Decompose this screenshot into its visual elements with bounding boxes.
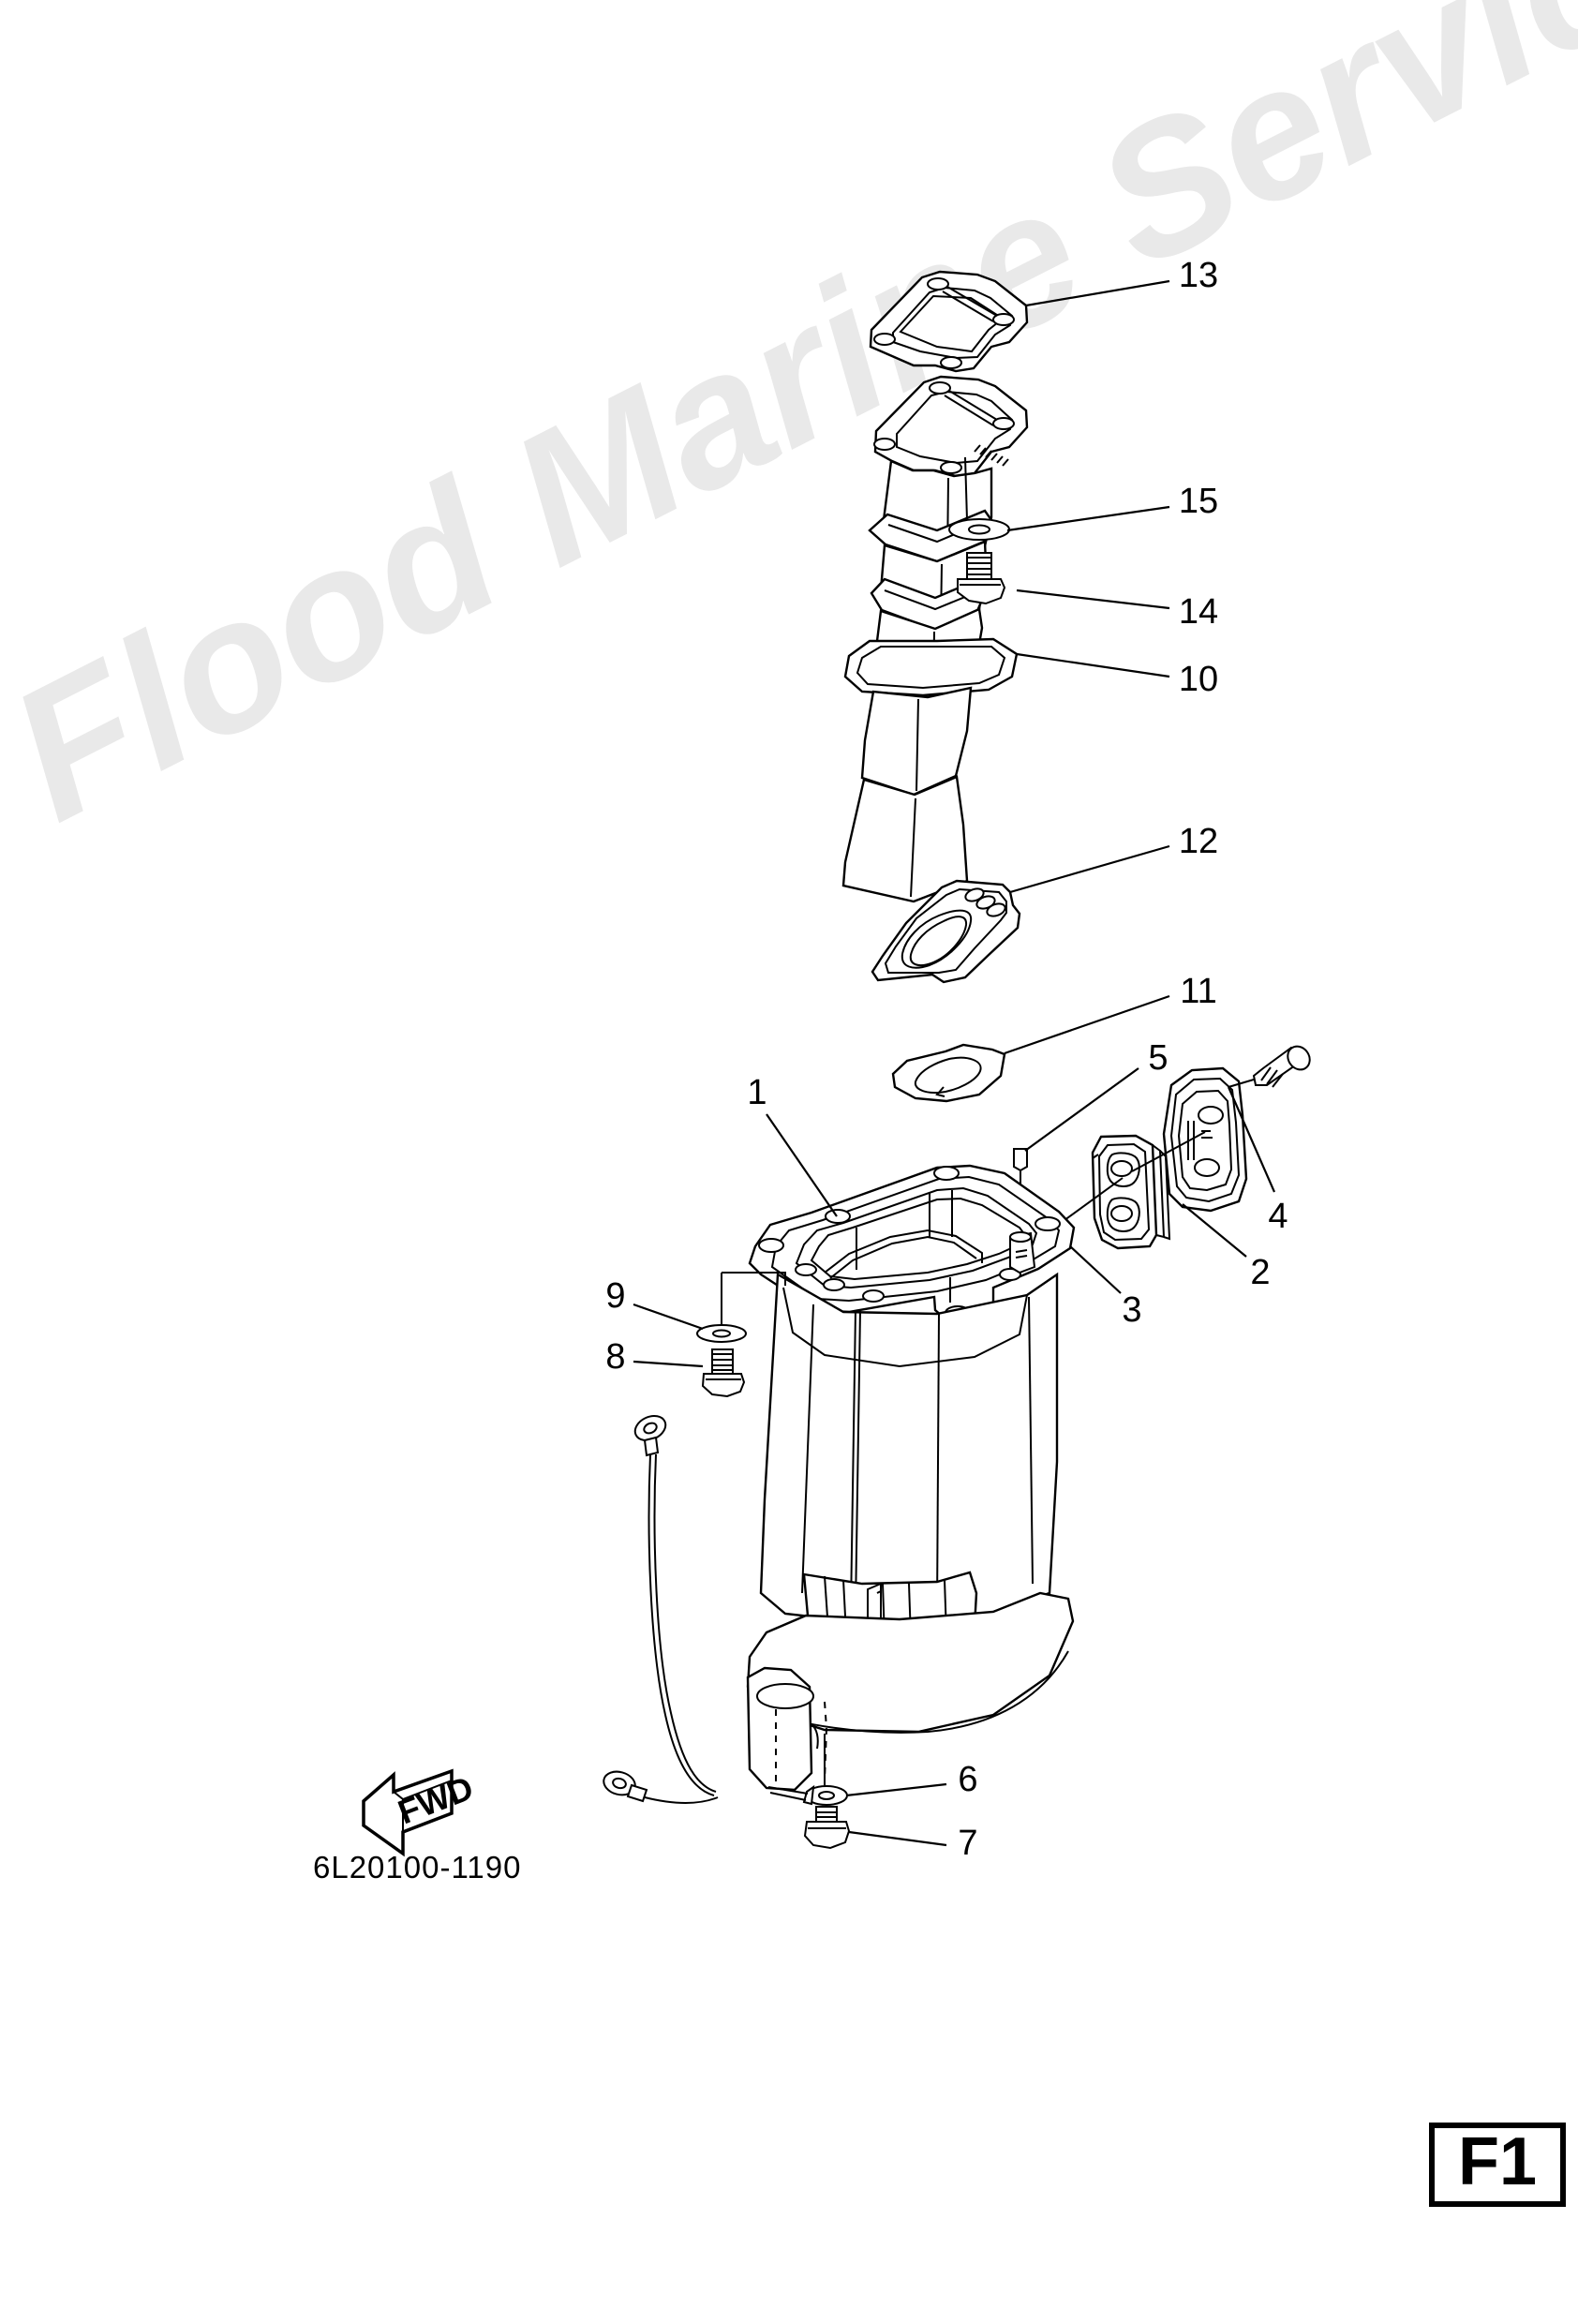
leader-3: [1069, 1245, 1122, 1294]
part-13-upper-casing-gasket: [869, 270, 1029, 373]
leader-15: [1006, 505, 1170, 532]
part-6-ground-lead-terminal: [767, 1734, 848, 1806]
callout-11: 11: [1180, 972, 1216, 1011]
part-7-anode-bolt: [803, 1806, 851, 1850]
figure-label: F1: [1458, 2124, 1537, 2199]
fwd-arrow-marker: FWD: [362, 1768, 478, 1857]
figure-box: F1: [1429, 2123, 1566, 2207]
callout-9: 9: [605, 1276, 625, 1316]
leader-8: [633, 1360, 704, 1368]
figure-box-rect: [1429, 2123, 1566, 2207]
leader-14: [1016, 588, 1170, 610]
drawing-part-number: 6L20100-1190: [313, 1850, 521, 1885]
part-1-upper-casing: [746, 1164, 1076, 1792]
part-9-washer: [696, 1272, 786, 1343]
callout-15: 15: [1179, 482, 1218, 521]
part-12-exhaust-damper: [871, 879, 1021, 984]
callout-4: 4: [1268, 1197, 1288, 1236]
leader-4: [1227, 1086, 1276, 1193]
part-3-mount-rubber: [1091, 1134, 1171, 1250]
callout-7: 7: [958, 1824, 977, 1863]
callout-10: 10: [1179, 660, 1218, 699]
part-2-engine-mount-bracket: [1060, 1066, 1248, 1224]
callout-8: 8: [605, 1337, 625, 1377]
ground-wire: [603, 1414, 719, 1804]
callout-12: 12: [1179, 822, 1218, 861]
exhaust-tube-assembly: [841, 375, 1029, 903]
leader-10: [1016, 652, 1170, 678]
part-4-mount-bolt: [1228, 1045, 1311, 1088]
watermark: Flood Marine Services: [0, 0, 1578, 860]
callout-5: 5: [1148, 1038, 1168, 1078]
leader-2: [1182, 1203, 1247, 1258]
part-14-hex-bolt: [957, 552, 1006, 605]
watermark-text: Flood Marine Services: [0, 0, 1578, 860]
leader-9: [633, 1303, 704, 1331]
leader-7: [848, 1830, 947, 1847]
leader-13: [1025, 279, 1170, 307]
leader-11: [1004, 994, 1170, 1055]
callout-6: 6: [958, 1760, 977, 1799]
callout-13: 13: [1179, 256, 1218, 295]
part-number-text: 6L20100-1190: [313, 1850, 521, 1885]
part-11-exhaust-gasket: [891, 1043, 1006, 1103]
leader-12: [1009, 844, 1170, 894]
callout-leaders: [633, 279, 1276, 1847]
callout-3: 3: [1122, 1290, 1141, 1330]
part-8-hex-bolt: [701, 1348, 746, 1398]
callout-14: 14: [1179, 592, 1218, 632]
leader-1: [766, 1113, 838, 1217]
callout-labels: 13 15 14 10 12 11 5 4 2 3 1 9 8 6 7: [605, 256, 1288, 1863]
leader-5: [1024, 1067, 1139, 1152]
leader-6: [845, 1782, 947, 1797]
callout-2: 2: [1250, 1253, 1270, 1292]
callout-1: 1: [747, 1073, 767, 1112]
